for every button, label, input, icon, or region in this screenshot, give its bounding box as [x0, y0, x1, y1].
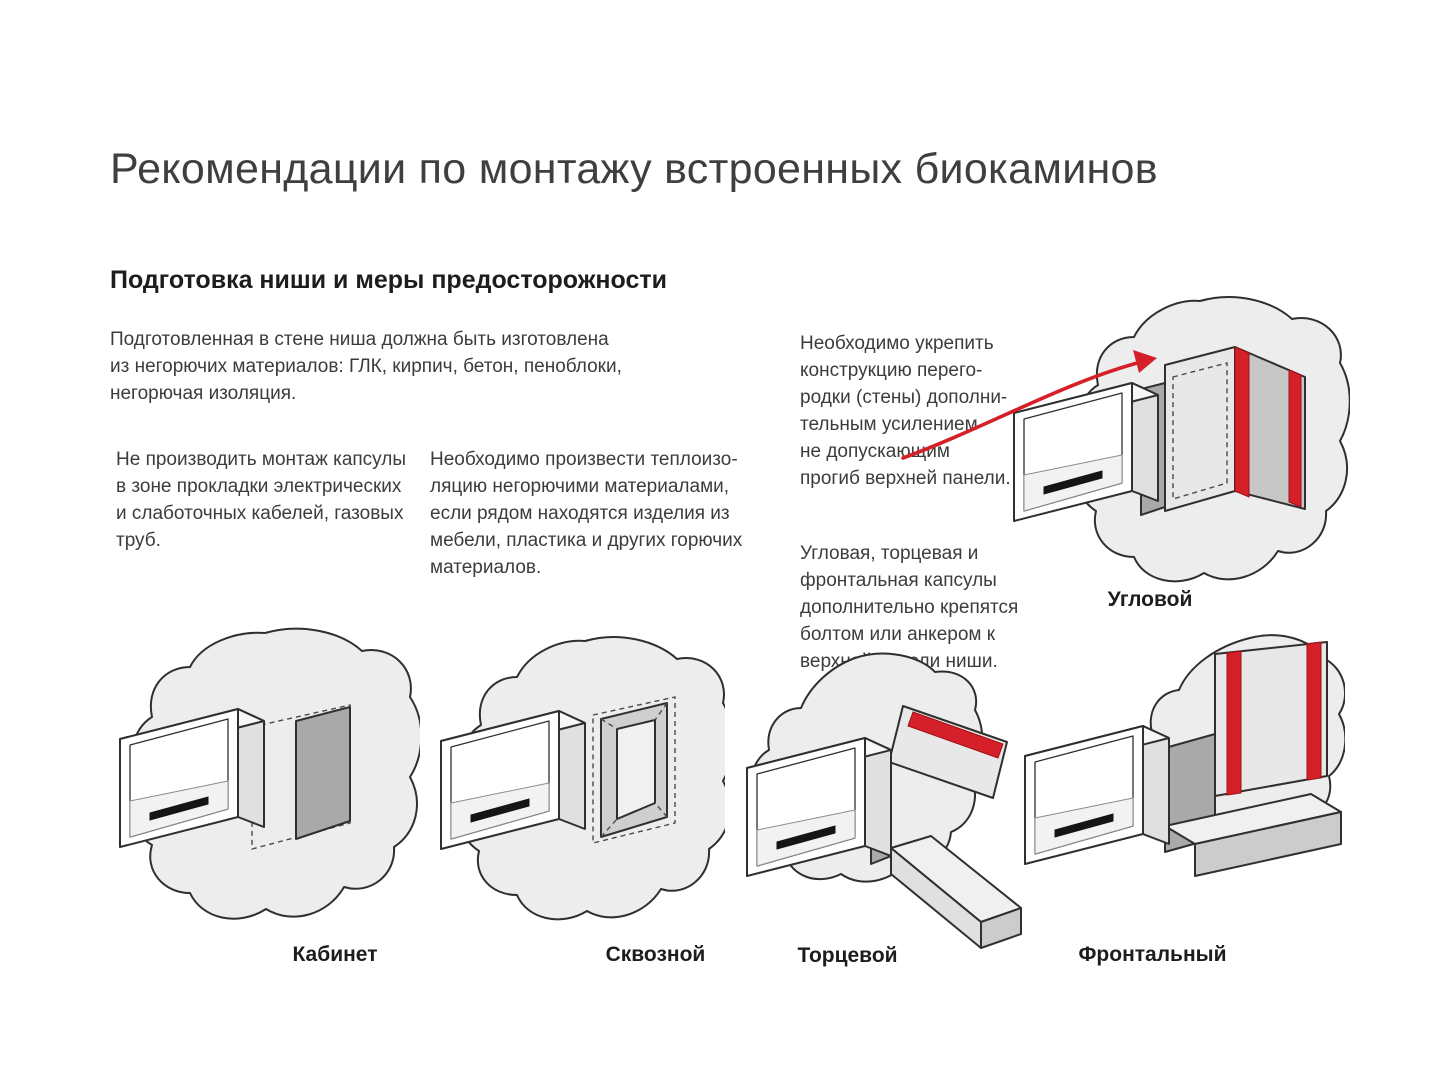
- cabinet-illustration: [119, 627, 420, 920]
- frontal-reinforcement-stripe-right: [1306, 641, 1322, 781]
- section-heading: Подготовка ниши и меры предосторожности: [110, 265, 667, 294]
- corner-reinforcement-stripe: [1234, 346, 1250, 498]
- frontal-reinforcement-stripe-left: [1226, 650, 1242, 796]
- paragraph-insulation: Необходимо произвести теплоизо- ляцию не…: [430, 449, 743, 578]
- page-title: Рекомендации по монтажу встроенных биока…: [110, 144, 1158, 193]
- corner-front-panel: [1164, 346, 1236, 512]
- frontal-label: Фронтальный: [1078, 943, 1227, 966]
- cabinet-niche-side: [295, 706, 351, 840]
- through-label: Сквозной: [605, 943, 706, 966]
- end-label: Торцевой: [797, 944, 898, 967]
- through-capsule: [440, 710, 586, 850]
- end-beam-side: [980, 907, 1022, 949]
- paragraph-intro: Подготовленная в стене ниша должна быть …: [110, 329, 622, 404]
- frontal-illustration: [1024, 634, 1345, 877]
- corner-capsule: [1013, 382, 1159, 522]
- corner-edge-stripe: [1288, 369, 1302, 508]
- cabinet-capsule: [119, 708, 265, 848]
- corner-niche-dashed: [1172, 362, 1228, 500]
- paragraph-reinforce-wall: Необходимо укрепить конструкцию перего- …: [800, 333, 1011, 489]
- paragraph-warning-cables: Не производить монтаж капсулы в зоне про…: [116, 449, 407, 551]
- through-niche-dashed: [592, 696, 676, 844]
- through-opening-back: [616, 719, 656, 820]
- end-reinforcement-stripe: [907, 711, 1004, 759]
- frontal-capsule: [1024, 725, 1170, 865]
- frontal-ledge-front: [1194, 811, 1342, 877]
- end-capsule: [746, 737, 892, 877]
- end-illustration: [746, 652, 1022, 949]
- cabinet-wall-blob: [129, 627, 420, 920]
- cabinet-label: Кабинет: [292, 943, 378, 966]
- corner-label: Угловой: [1107, 588, 1193, 611]
- through-illustration: [440, 636, 725, 921]
- reinforcement-arrow: [901, 350, 1157, 460]
